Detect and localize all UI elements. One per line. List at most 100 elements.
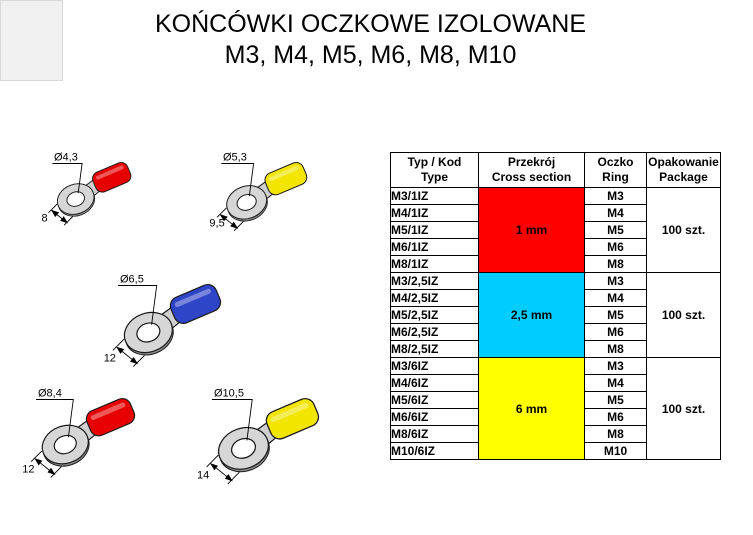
ring-size-cell: M4 xyxy=(584,289,647,307)
diameter-leader-line xyxy=(36,399,74,438)
terminal-illustration xyxy=(52,159,134,222)
table-row: M4/2,5IZ M4 xyxy=(390,289,721,307)
diameter-leader-line xyxy=(211,399,253,441)
terminal-illustration xyxy=(212,395,323,480)
header-line1: Opakowanie xyxy=(648,155,719,169)
diameter-label: Ø5,3 xyxy=(223,152,247,164)
terminal-illustration xyxy=(36,395,138,474)
header-line2: Cross section xyxy=(491,170,572,184)
dimension-line xyxy=(219,214,239,229)
table-row: M6/1IZ M6 xyxy=(390,238,721,256)
type-code-cell: M3/2,5IZ xyxy=(390,272,479,290)
table-row: M8/2,5IZ M8 xyxy=(390,340,721,358)
ring-size-cell: M3 xyxy=(584,357,647,375)
width-dimension-label: 12 xyxy=(22,464,34,476)
type-code-cell: M6/2,5IZ xyxy=(390,323,479,341)
title-line2: M3, M4, M5, M6, M8, M10 xyxy=(224,40,517,69)
header-line2: Package xyxy=(659,170,708,184)
dimension-line xyxy=(50,209,69,224)
ring-size-cell: M6 xyxy=(584,323,647,341)
header-line1: Typ / Kod xyxy=(407,155,462,169)
diameter-leader-line xyxy=(118,285,158,325)
type-code-cell: M6/6IZ xyxy=(390,408,479,426)
extension-line xyxy=(206,454,219,468)
ring-size-cell: M5 xyxy=(584,391,647,409)
dimension-line xyxy=(116,346,139,365)
ring-size-cell: M6 xyxy=(584,408,647,426)
header-line2: Type xyxy=(420,170,449,184)
table-row: M10/6IZ M10 xyxy=(390,442,721,460)
header-line1: Oczko xyxy=(597,155,634,169)
ring-size-cell: M5 xyxy=(584,306,647,324)
type-code-cell: M3/1IZ xyxy=(390,187,479,205)
cross-section-cell: 2,5 mm xyxy=(478,272,585,358)
type-code-cell: M4/2,5IZ xyxy=(390,289,479,307)
ring-size-cell: M5 xyxy=(584,221,647,239)
extension-line xyxy=(63,216,74,226)
header-line1: Przekrój xyxy=(507,155,556,169)
terminal-red-small-drawing: Ø4,3 8 xyxy=(42,152,134,226)
cross-section-cell: 6 mm xyxy=(478,357,585,460)
package-cell: 100 szt. xyxy=(646,357,721,460)
type-code-cell: M4/1IZ xyxy=(390,204,479,222)
type-code-cell: M6/1IZ xyxy=(390,238,479,256)
ring-size-cell: M3 xyxy=(584,272,647,290)
diameter-label: Ø6,5 xyxy=(120,274,144,286)
width-dimension-label: 12 xyxy=(104,353,116,365)
table-row: M6/2,5IZ M6 xyxy=(390,323,721,341)
type-code-cell: M8/1IZ xyxy=(390,255,479,273)
width-dimension-label: 8 xyxy=(42,212,48,224)
ring-size-cell: M8 xyxy=(584,425,647,443)
cross-section-cell: 1 mm xyxy=(478,187,585,273)
type-code-cell: M8/6IZ xyxy=(390,425,479,443)
type-code-cell: M3/6IZ xyxy=(390,357,479,375)
diameter-leader-line xyxy=(52,163,83,194)
terminal-illustration xyxy=(221,159,310,228)
extension-line xyxy=(227,471,240,485)
type-code-cell: M5/1IZ xyxy=(390,221,479,239)
width-dimension-label: 14 xyxy=(197,470,209,482)
terminal-yellow-small-drawing: Ø5,3 9,5 xyxy=(209,152,310,232)
diameter-leader-line xyxy=(221,163,255,197)
terminal-blue-medium-drawing: Ø6,5 12 xyxy=(104,274,224,367)
type-code-cell: M8/2,5IZ xyxy=(390,340,479,358)
type-code-cell: M5/2,5IZ xyxy=(390,306,479,324)
extension-line xyxy=(216,207,227,218)
terminal-illustration xyxy=(118,281,224,363)
type-code-cell: M10/6IZ xyxy=(390,442,479,460)
diameter-label: Ø4,3 xyxy=(54,152,78,164)
ring-size-cell: M8 xyxy=(584,340,647,358)
type-code-cell: M4/6IZ xyxy=(390,374,479,392)
logo-placeholder xyxy=(0,0,63,81)
diameter-label: Ø10,5 xyxy=(214,388,244,400)
package-cell: 100 szt. xyxy=(646,187,721,273)
extension-line xyxy=(233,221,244,232)
dimension-line xyxy=(210,463,233,482)
terminal-red-large-drawing: Ø8,4 12 xyxy=(22,388,138,478)
ring-size-cell: M10 xyxy=(584,442,647,460)
extension-line xyxy=(50,466,62,478)
terminal-yellow-large-drawing: Ø10,5 14 xyxy=(197,388,323,485)
table-row: M5/1IZ M5 xyxy=(390,221,721,239)
title-line1: KOŃCÓWKI OCZKOWE IZOLOWANE xyxy=(154,10,587,38)
extension-line xyxy=(132,355,145,367)
ring-size-cell: M8 xyxy=(584,255,647,273)
diameter-label: Ø8,4 xyxy=(38,388,62,400)
dimension-line xyxy=(34,458,56,476)
width-dimension-label: 9,5 xyxy=(209,218,224,230)
extension-line xyxy=(48,203,58,214)
extension-line xyxy=(30,450,43,463)
extension-line xyxy=(112,338,125,351)
ring-size-cell: M6 xyxy=(584,238,647,256)
ring-size-cell: M4 xyxy=(584,204,647,222)
type-code-cell: M5/6IZ xyxy=(390,391,479,409)
